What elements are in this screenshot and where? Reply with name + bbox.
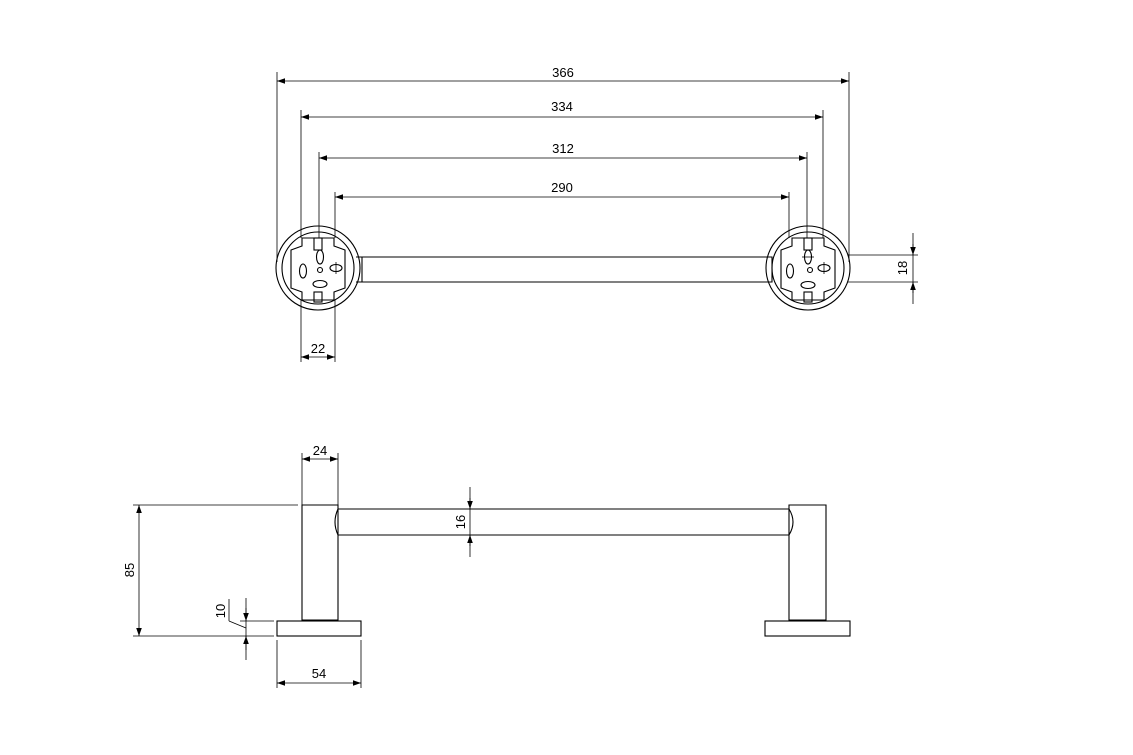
towel-bar-side [334,508,794,536]
dim-label-overall-width: 366 [552,65,574,80]
side-view: 24 16 85 10 54 [122,443,851,688]
right-flange [765,225,851,311]
left-flange [275,225,361,311]
dim-label-bar-length: 290 [551,180,573,195]
right-post [764,504,851,637]
dim-label-flange-slot-offset: 22 [311,341,325,356]
dim-label-flange-outer-width: 334 [551,99,573,114]
dim-label-post-width: 24 [313,443,327,458]
towel-bar-top [356,256,773,283]
dim-label-fixing-width: 312 [552,141,574,156]
dim-label-overall-height: 85 [122,563,137,577]
top-view: 366 334 312 290 22 18 [275,65,918,362]
dim-label-bar-thickness: 18 [895,261,910,275]
dim-label-base-thickness: 10 [213,604,228,618]
left-post [276,504,362,637]
dim-label-base-width: 54 [312,666,326,681]
top-extension-lines [276,72,918,362]
dim-label-bar-diameter: 16 [453,515,468,529]
